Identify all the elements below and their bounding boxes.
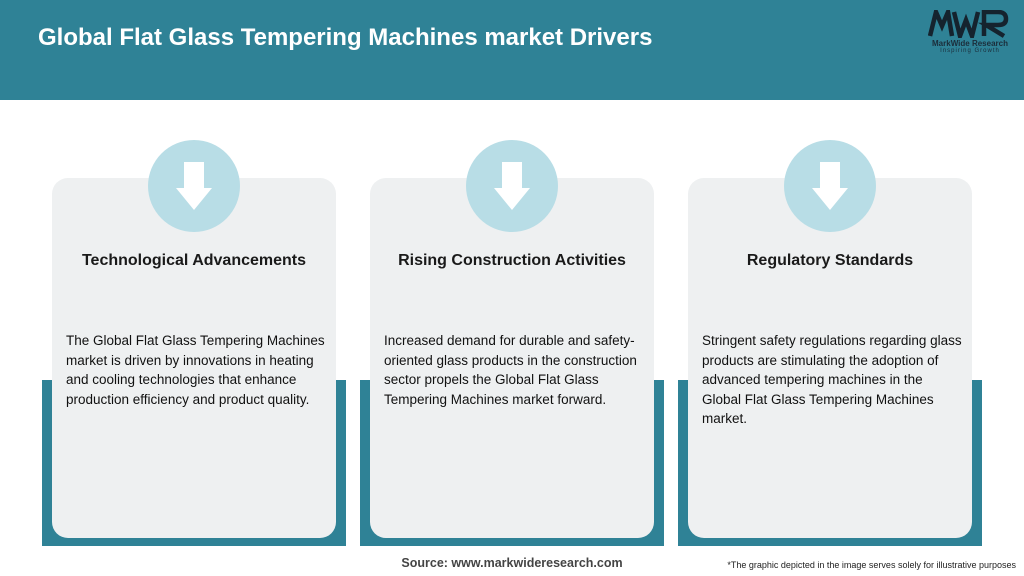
icon-circle [148,140,240,232]
card-body-text: The Global Flat Glass Tempering Machines… [66,333,325,407]
header-banner: Global Flat Glass Tempering Machines mar… [0,0,1024,100]
card-panel [52,178,336,538]
down-arrow-icon [494,162,530,210]
card-heading: Regulatory Standards [746,252,914,269]
card-heading: Technological Advancements [81,252,307,269]
mwr-logo-mark [928,10,1009,38]
down-arrow-icon [176,162,212,210]
card-heading: Rising Construction Activities [398,252,626,269]
mwr-logo: MarkWide Research Inspiring Growth [924,10,1016,60]
card-panel [688,178,972,538]
logo-tagline: Inspiring Growth [940,48,1000,54]
driver-card-1: Technological Advancements The Global Fl… [42,140,346,550]
driver-card-3: Regulatory Standards Stringent safety re… [678,140,982,550]
card-body-text: Increased demand for durable and safety-… [384,333,637,407]
down-arrow-icon [812,162,848,210]
card-panel [370,178,654,538]
icon-circle [784,140,876,232]
source-citation: Source: www.markwideresearch.com [401,556,623,570]
logo-company-name: MarkWide Research [932,39,1008,48]
icon-circle [466,140,558,232]
disclaimer-note: *The graphic depicted in the image serve… [727,560,1016,570]
card-body-text: Stringent safety regulations regarding g… [702,333,962,426]
driver-card-2: Rising Construction Activities Increased… [360,140,664,550]
page-title: Global Flat Glass Tempering Machines mar… [38,24,653,51]
